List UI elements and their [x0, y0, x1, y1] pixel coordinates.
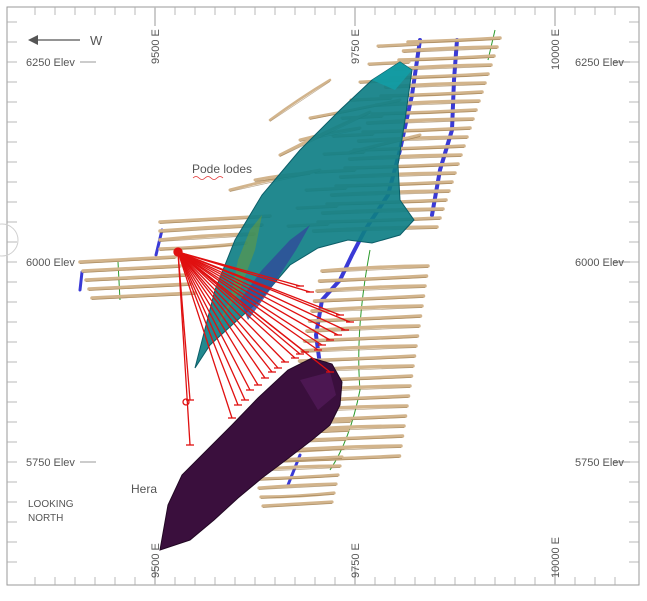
- frame-ticks: [7, 7, 639, 585]
- drive-shadow: [91, 294, 196, 300]
- spellcheck-underline: [192, 176, 224, 180]
- drive-shadow: [304, 337, 418, 343]
- elev-label-right-6000: 6000 Elev: [575, 257, 624, 269]
- drill-hole-trace: [177, 251, 251, 391]
- hera-solid: [159, 357, 343, 551]
- drill-hole-trace: [177, 251, 286, 363]
- elev-label-right-6250: 6250 Elev: [575, 57, 624, 69]
- drive-shadow: [85, 276, 186, 282]
- drive-trace: [315, 284, 427, 293]
- drive-shadow: [82, 267, 181, 273]
- drill-collar-marker: [173, 247, 183, 257]
- drive-trace: [268, 78, 332, 122]
- pode-lodes-label: Pode lodes: [192, 162, 252, 176]
- easting-label-bottom-9750: 9750 E: [350, 543, 362, 578]
- drive-trace: [302, 334, 420, 343]
- drive-trace: [81, 264, 182, 273]
- drill-hole-trace: [177, 251, 191, 401]
- drill-hole-trace: [177, 251, 259, 386]
- easting-label-top-9750: 9750 E: [350, 29, 362, 64]
- drill-hole-traces: [173, 247, 354, 446]
- drill-hole-trace: [177, 251, 319, 351]
- drive-shadow: [256, 476, 339, 481]
- west-arrow-icon: [28, 35, 80, 45]
- drill-hole-trace: [177, 251, 301, 355]
- drive-trace: [78, 255, 177, 264]
- drill-hole-trace: [177, 251, 301, 287]
- drive-trace: [367, 60, 411, 66]
- drive-shadow: [260, 494, 335, 499]
- edge-marker: [0, 223, 19, 257]
- looking-label: LOOKING: [28, 499, 74, 510]
- elev-label-right-5750: 5750 Elev: [575, 457, 624, 469]
- drive-trace: [255, 473, 340, 481]
- drive-shadow: [269, 81, 331, 122]
- drive-trace: [317, 274, 429, 283]
- drill-hole-trace: [177, 251, 296, 359]
- hera-label: Hera: [131, 482, 157, 496]
- easting-label-bottom-9500: 9500 E: [150, 543, 162, 578]
- drill-hole-trace: [177, 251, 273, 373]
- drive-trace: [310, 304, 424, 313]
- drive-shadow: [262, 503, 333, 508]
- drive-shadow: [274, 457, 400, 463]
- easting-label-top-10000: 10000 E: [550, 29, 562, 70]
- drive-trace: [257, 482, 338, 490]
- drive-shadow: [316, 287, 426, 293]
- drive-shadow: [314, 297, 424, 303]
- easting-label-bottom-10000: 10000 E: [550, 537, 562, 578]
- drive-shadow: [301, 347, 417, 353]
- elev-label-left-5750: 5750 Elev: [26, 457, 75, 469]
- drill-hole-trace: [177, 251, 279, 369]
- drill-hole-trace: [177, 251, 346, 331]
- direction-label: W: [90, 33, 103, 48]
- drill-hole-trace: [177, 251, 266, 379]
- drive-trace: [406, 36, 502, 44]
- drive-trace: [320, 264, 430, 273]
- drive-trace: [261, 500, 334, 508]
- drill-hole-trace: [177, 251, 233, 419]
- drive-shadow: [79, 258, 176, 264]
- drill-hole-trace: [177, 251, 331, 373]
- drive-shadow: [306, 327, 420, 333]
- drive-shadow: [258, 485, 337, 490]
- drive-shadow: [321, 267, 429, 273]
- drive-trace: [401, 45, 499, 53]
- drive-shadow: [398, 57, 495, 62]
- drill-hole-trace: [177, 251, 246, 401]
- elev-label-left-6250: 6250 Elev: [26, 57, 75, 69]
- drive-trace: [84, 273, 187, 282]
- drive-trace: [376, 42, 420, 48]
- easting-label-top-9500: 9500 E: [150, 29, 162, 64]
- drive-shadow: [377, 45, 419, 48]
- drive-trace: [87, 282, 192, 291]
- drive-shadow: [403, 48, 498, 53]
- drive-trace: [305, 324, 421, 333]
- north-label: NORTH: [28, 513, 63, 524]
- drill-hole-trace: [177, 251, 323, 346]
- drive-trace: [90, 291, 197, 300]
- drill-hole-trace: [177, 251, 331, 341]
- drive-shadow: [407, 39, 501, 44]
- drive-shadow: [88, 285, 191, 291]
- drive-trace: [307, 314, 423, 323]
- drill-hole-trace: [177, 251, 339, 336]
- drive-trace: [259, 491, 336, 499]
- drill-hole-trace: [177, 251, 341, 316]
- drive-trace: [312, 294, 426, 303]
- drive-trace: [397, 54, 496, 62]
- drill-hole-trace: [177, 251, 239, 406]
- sample-marker: [182, 398, 190, 406]
- elev-label-left-6000: 6000 Elev: [26, 257, 75, 269]
- pode-lodes-solid: [194, 61, 415, 369]
- drive-shadow: [319, 277, 427, 283]
